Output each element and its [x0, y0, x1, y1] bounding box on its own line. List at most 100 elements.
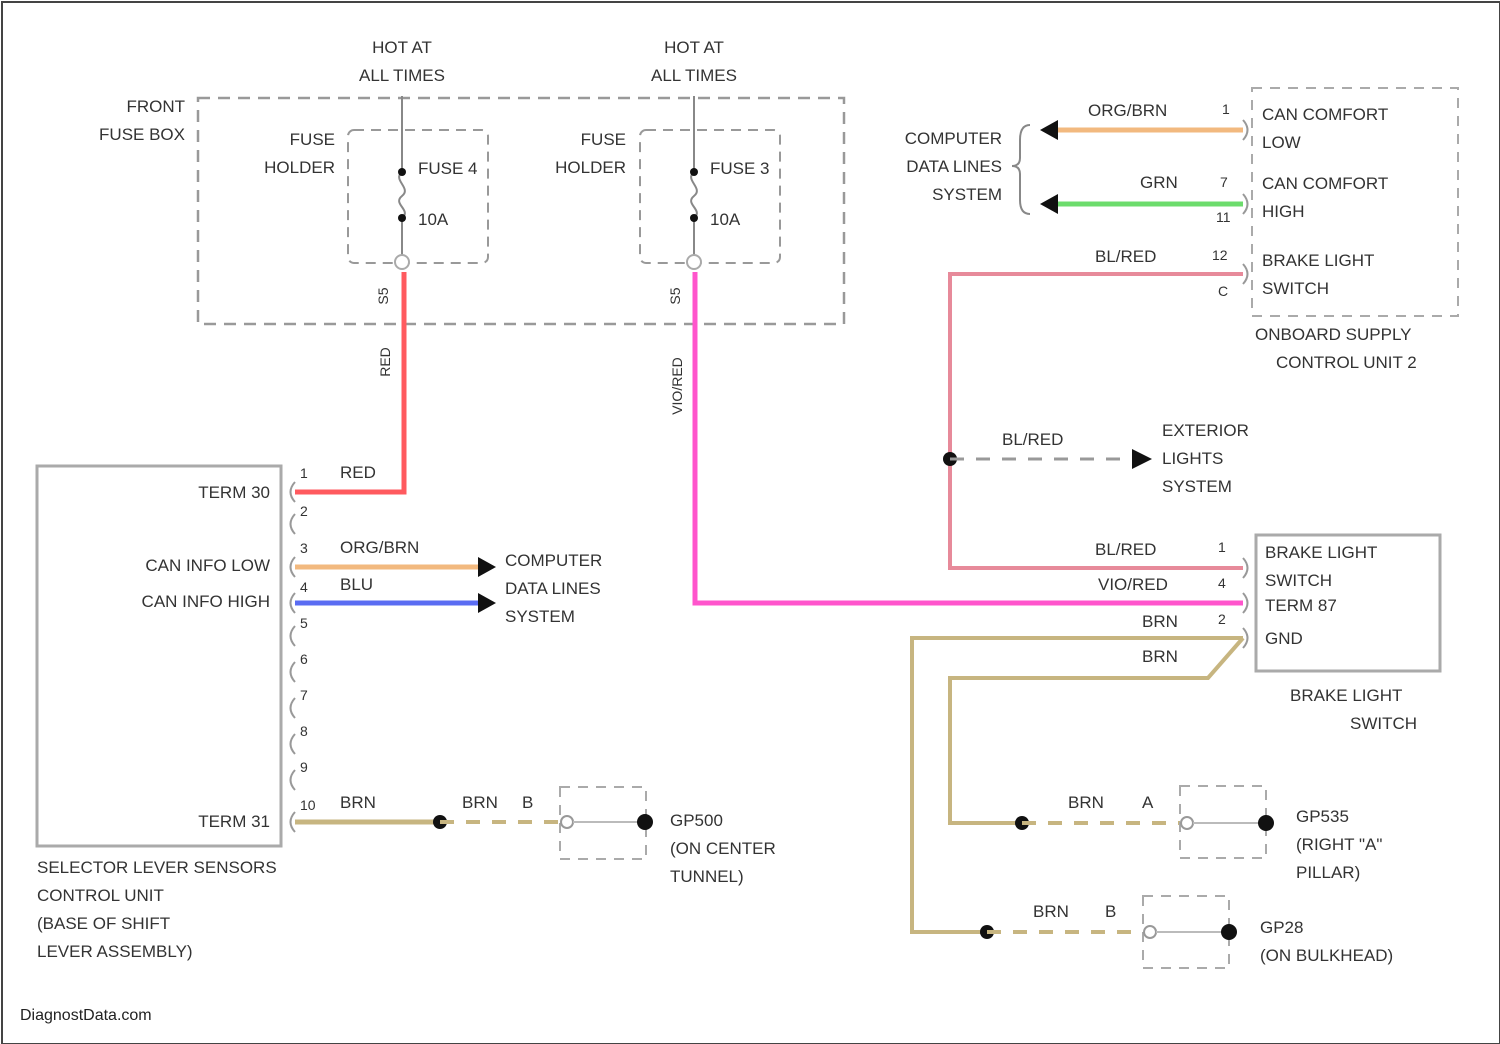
exterior-lights-label: EXTERIOR [1162, 421, 1249, 440]
brake-light-switch-title: SWITCH [1350, 714, 1417, 733]
brn-label: BRN [1068, 793, 1104, 812]
pin-terminal [291, 662, 296, 682]
pin-number: 1 [1222, 101, 1230, 117]
bl-red-label: BL/RED [1002, 430, 1063, 449]
fuse-2-terminal [690, 214, 698, 222]
pin-number: 4 [300, 579, 308, 595]
pin-terminal [291, 812, 296, 832]
term-31-label: TERM 31 [198, 812, 270, 831]
pin-number: 2 [1218, 611, 1226, 627]
gp-right-label: PILLAR) [1296, 863, 1360, 882]
selector-unit-title: SELECTOR LEVER SENSORS [37, 858, 277, 877]
red-wire-label: RED [377, 347, 393, 377]
fuse-1-pin-connector [395, 255, 409, 269]
fuse-2-pin: S5 [667, 287, 683, 304]
ground-point-icon [637, 814, 653, 830]
pin-number: 7 [1220, 174, 1228, 190]
fuse-box-label: FUSE BOX [99, 125, 185, 144]
gp-right-label: GP535 [1296, 807, 1349, 826]
pin-number: 9 [300, 759, 308, 775]
brn-label: BRN [340, 793, 376, 812]
brn-ground-wire-bulkhead [912, 638, 1243, 932]
brake-light-switch-input-label: BRAKE LIGHT [1262, 251, 1374, 270]
fuse-holder-label: HOLDER [264, 158, 335, 177]
arrow-right-icon [478, 557, 496, 577]
fuse-holder-label: FUSE [581, 130, 626, 149]
brake-switch-pin-label: BRAKE LIGHT [1265, 543, 1377, 562]
arrow-right-icon [1132, 449, 1152, 469]
pin-number: 8 [300, 723, 308, 739]
exterior-lights-label: SYSTEM [1162, 477, 1232, 496]
pin-number: 5 [300, 615, 308, 631]
watermark: DiagnostData.com [20, 1007, 152, 1024]
computer-data-lines-label: DATA LINES [906, 157, 1002, 176]
pin-terminal [291, 626, 296, 646]
gp-pin: A [1142, 793, 1154, 812]
pin-terminal [291, 734, 296, 754]
pin-terminal [291, 593, 296, 613]
computer-data-lines-label: COMPUTER [905, 129, 1002, 148]
ground-point-icon [1258, 815, 1274, 831]
fuse-2-pin-connector [687, 255, 701, 269]
selector-unit-title: (BASE OF SHIFT [37, 914, 170, 933]
brn-label: BRN [462, 793, 498, 812]
gp-pin: B [522, 793, 533, 812]
fuse-holder-1 [348, 130, 488, 263]
gp-bulkhead-label: (ON BULKHEAD) [1260, 946, 1393, 965]
vio-red-wire-label: VIO/RED [669, 357, 685, 415]
arrow-left-icon [1040, 120, 1058, 140]
pin-number: 12 [1212, 247, 1228, 263]
fuse-2-terminal [690, 168, 698, 176]
pin-number: 1 [300, 465, 308, 481]
grn-label: GRN [1140, 173, 1178, 192]
computer-data-lines-label: DATA LINES [505, 579, 601, 598]
pin-terminal [291, 557, 296, 577]
can-comfort-high-label: CAN COMFORT [1262, 174, 1388, 193]
computer-data-lines-label: SYSTEM [505, 607, 575, 626]
pin-number: 10 [300, 797, 316, 813]
pin-terminal [291, 770, 296, 790]
can-comfort-low-label: LOW [1262, 133, 1301, 152]
brn-label: BRN [1142, 647, 1178, 666]
brn-label: BRN [1033, 902, 1069, 921]
onboard-supply-title: ONBOARD SUPPLY [1255, 325, 1412, 344]
brake-switch-pin-label: TERM 87 [1265, 596, 1337, 615]
front-fuse-box: FRONT FUSE BOX HOT AT ALL TIMES HOT AT A… [99, 38, 844, 324]
pin-number: 2 [300, 503, 308, 519]
fuse-1-name: FUSE 4 [418, 159, 478, 178]
fuse-1-pin: S5 [375, 287, 391, 304]
fuse-1-terminal [398, 214, 406, 222]
fuse-holder-2 [640, 130, 780, 263]
brake-switch-pin-label: SWITCH [1265, 571, 1332, 590]
bl-red-label: BL/RED [1095, 540, 1156, 559]
selector-lever-control-unit: TERM 30 CAN INFO LOW CAN INFO HIGH TERM … [37, 463, 376, 961]
fuse-1-rating: 10A [418, 210, 449, 229]
ground-terminal [1181, 817, 1193, 829]
hot-at-all-times-label: ALL TIMES [651, 66, 737, 85]
pin-number: 4 [1218, 575, 1226, 591]
brake-light-switch-title: BRAKE LIGHT [1290, 686, 1402, 705]
fuse-1-icon [399, 172, 405, 218]
bl-red-label: BL/RED [1095, 247, 1156, 266]
ground-terminal [561, 816, 573, 828]
pin-number: 11 [1216, 209, 1231, 225]
can-comfort-high-label: HIGH [1262, 202, 1305, 221]
brace-icon [1012, 125, 1030, 214]
gp-pin: B [1105, 902, 1116, 921]
pin-number: 7 [300, 687, 308, 703]
fuse-holder-label: HOLDER [555, 158, 626, 177]
pin-number: 3 [300, 540, 308, 556]
can-info-low-label: CAN INFO LOW [145, 556, 270, 575]
hot-at-all-times-label: HOT AT [664, 38, 724, 57]
term-30-label: TERM 30 [198, 483, 270, 502]
selector-unit-title: LEVER ASSEMBLY) [37, 942, 193, 961]
fuse-2-icon [691, 172, 697, 218]
brn-label: BRN [1142, 612, 1178, 631]
blu-label: BLU [340, 575, 373, 594]
ground-point-icon [1221, 924, 1237, 940]
selector-unit-box [37, 466, 281, 846]
arrow-right-icon [478, 593, 496, 613]
org-brn-label: ORG/BRN [1088, 101, 1167, 120]
